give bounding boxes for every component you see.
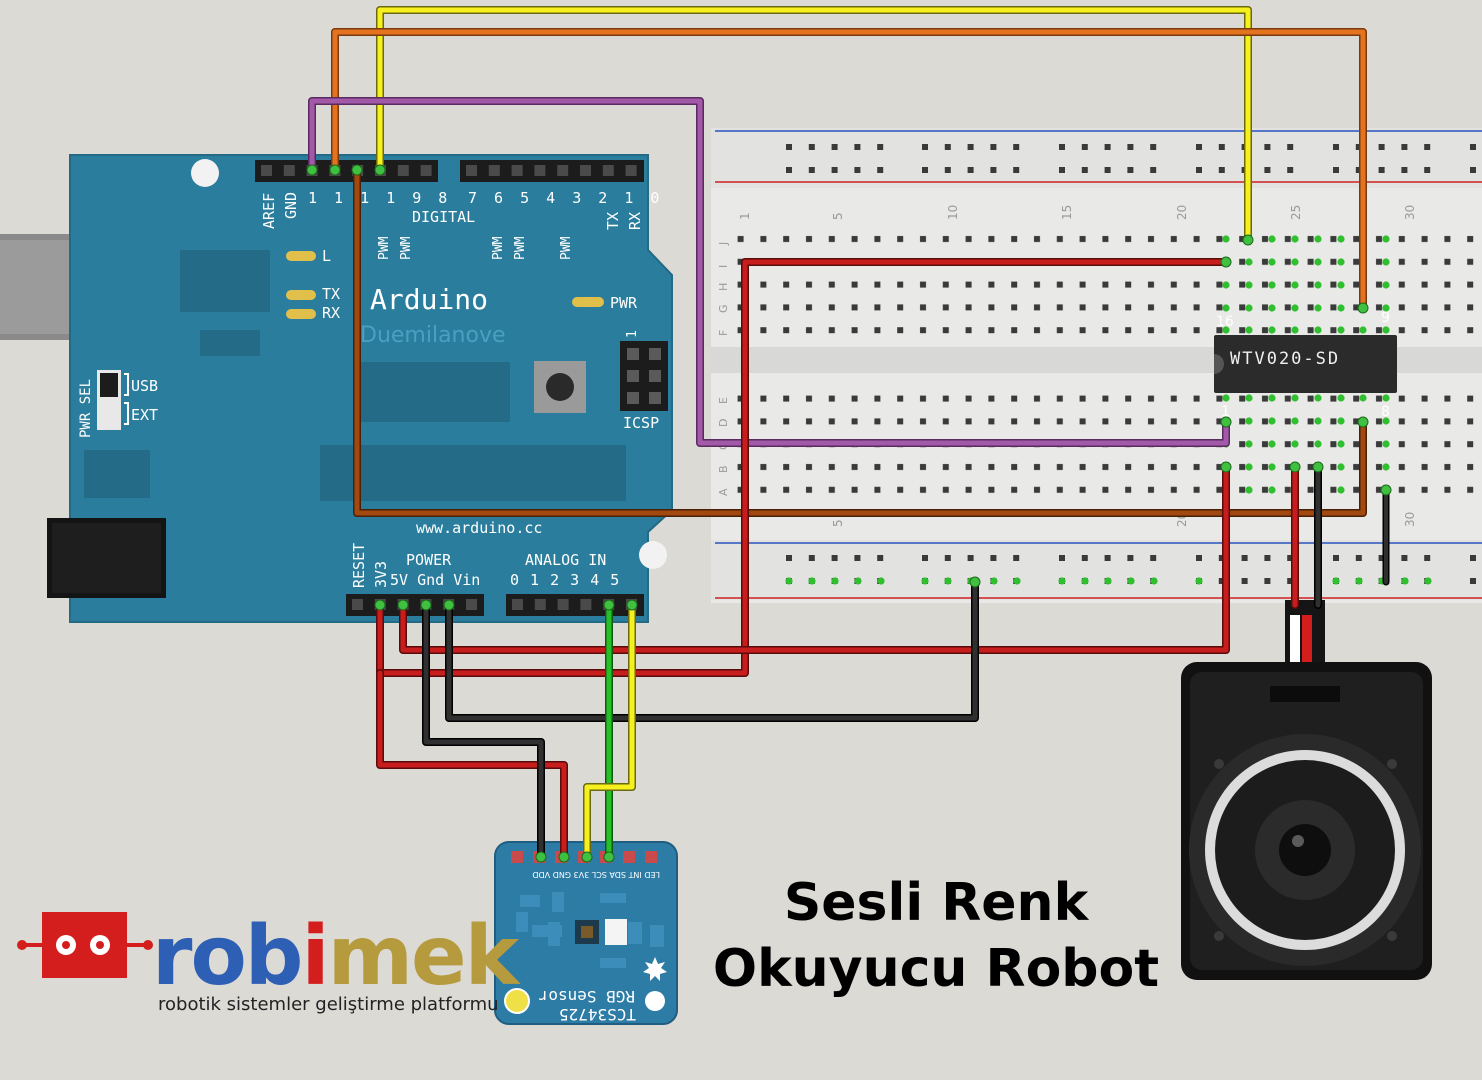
power-label: POWER: [406, 551, 452, 569]
led-pwr: [572, 297, 604, 307]
col-label-20: 20: [1175, 205, 1189, 220]
pwm-label: PWM: [559, 236, 574, 260]
reset-label: RESET: [350, 543, 368, 588]
robimek-logo: robimek robotik sistemler geliştirme pla…: [17, 909, 524, 1015]
sensor-model: TCS34725: [559, 1005, 636, 1024]
diagram-title-line1: Sesli Renk: [784, 873, 1090, 933]
wire-purple-digital: [309, 98, 1229, 446]
row-label-g: G: [717, 304, 730, 313]
digital-label: DIGITAL: [412, 208, 475, 226]
led-l: [286, 251, 316, 261]
digital-header-right: [460, 160, 644, 182]
row-label-e: E: [717, 397, 730, 404]
website-label: www.arduino.cc: [416, 519, 542, 537]
aref-label: AREF: [260, 193, 278, 229]
robot-face-icon: [42, 912, 127, 978]
col-label-25: 25: [1289, 205, 1303, 220]
rgb-sensor: LED INT SDA SCL 3V3 GND VDD RGB Sensor T…: [494, 841, 678, 1025]
col-label-30: 30: [1403, 205, 1417, 220]
wire-red-5v-rail: [400, 464, 1229, 653]
diagram-title-line2: Okuyucu Robot: [713, 939, 1159, 999]
col-label-5: 5: [831, 212, 845, 220]
arduino-board: AREF GND 1 1 1 1 9 8 7 6 5 4 3 2 1 0 DIG…: [0, 154, 673, 623]
pwm-label: PWM: [513, 236, 528, 260]
ext-label: EXT: [131, 406, 158, 424]
pins-7-0-label: 7 6 5 4 3 2 1 0: [468, 189, 663, 207]
wtv020-chip: WTV020-SD 16 9 1 8: [1214, 310, 1397, 420]
row-label-h: H: [717, 283, 730, 291]
wire-black-gnd-rail: [446, 579, 978, 721]
gnd-label: GND: [282, 192, 300, 219]
pwr-sel-label: PWR SEL: [78, 379, 94, 438]
wire-red-sensor: [377, 670, 567, 860]
chip-pin8-label: 8: [1381, 404, 1390, 420]
digital-pin-labels: AREF GND 1 1 1 1 9 8 7 6 5 4 3 2 1 0 DIG…: [260, 189, 663, 230]
robimek-tagline: robotik sistemler geliştirme platformu: [158, 994, 499, 1015]
col-label-1: 1: [738, 212, 752, 220]
analog-header: [506, 594, 644, 616]
chip-pin9-label: 9: [1381, 310, 1390, 326]
column-labels: 1 5 10 15 20 25 30 5 20 30: [738, 205, 1417, 527]
col-label-10: 10: [946, 205, 960, 220]
sensor-pin-labels: LED INT SDA SCL 3V3 GND VDD: [532, 870, 660, 879]
bottom-power-rail: [711, 540, 1482, 600]
adafruit-star-icon: [643, 957, 667, 981]
led-tx: [286, 290, 316, 300]
sensor-led: [605, 919, 627, 945]
led-l-label: L: [322, 247, 331, 265]
wire-red-3v3-chip: [377, 259, 1229, 676]
chip-pin1-label: 1: [1221, 404, 1230, 420]
power-pins-label: 5V Gnd Vin: [390, 571, 480, 589]
analog-label: ANALOG IN: [525, 551, 606, 569]
3v3-label: 3V3: [372, 561, 390, 588]
row-label-i: I: [717, 265, 730, 268]
rx-pin-label: RX: [626, 212, 644, 230]
terminal-holes-top: [737, 228, 1482, 342]
row-label-j: J: [717, 242, 730, 246]
power-header: [346, 594, 484, 616]
pins-13-8-label: 1 1 1 1 9 8: [308, 189, 451, 207]
wires: [308, 6, 1390, 861]
usb-label: USB: [131, 377, 158, 395]
arduino-model: Duemilanove: [360, 323, 506, 348]
mount-hole: [191, 159, 219, 187]
wire-yellow-digital: [377, 7, 1251, 243]
led-pwr-label: PWR: [610, 294, 638, 312]
mount-hole: [639, 541, 667, 569]
chip-label: WTV020-SD: [1230, 349, 1340, 369]
icsp-label: ICSP: [623, 414, 659, 432]
arduino-brand: Arduino: [370, 283, 488, 316]
speaker: [1181, 600, 1432, 980]
col-label-5-bottom: 5: [831, 519, 845, 527]
icsp-pin1-label: 1: [625, 330, 640, 338]
wire-yellow-scl: [584, 602, 635, 860]
sensor-name: RGB Sensor: [538, 987, 635, 1006]
wire-brown-gnd: [354, 167, 1366, 516]
row-label-b: B: [717, 465, 730, 473]
tx-pin-label: TX: [604, 212, 622, 230]
wire-endpoints: [306, 164, 1392, 863]
col-label-30-bottom: 30: [1403, 512, 1417, 527]
col-label-15: 15: [1060, 205, 1074, 220]
robimek-brand: robimek: [152, 909, 522, 1004]
analog-pins-label: 0 1 2 3 4 5: [510, 571, 620, 589]
row-label-d: D: [717, 419, 730, 427]
row-label-f: F: [717, 330, 730, 336]
digital-header-left: [255, 160, 438, 182]
chip-pin16-label: 16: [1216, 314, 1234, 330]
led-tx-label: TX: [322, 285, 340, 303]
wire-black-sensor: [423, 602, 544, 860]
pwm-labels: PWM PWM PWM PWM PWM: [377, 236, 574, 260]
led-rx-label: RX: [322, 304, 340, 322]
pwm-label: PWM: [399, 236, 414, 260]
row-label-a: A: [717, 488, 730, 496]
top-power-rail: [711, 128, 1482, 188]
pwm-label: PWM: [377, 236, 392, 260]
pwm-label: PWM: [491, 236, 506, 260]
led-rx: [286, 309, 316, 319]
